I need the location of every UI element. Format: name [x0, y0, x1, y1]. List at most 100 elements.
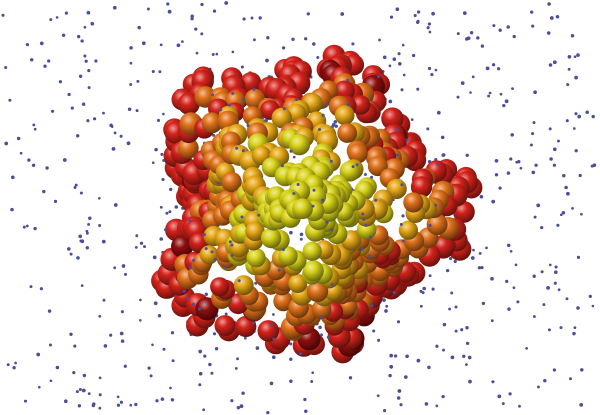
gas-particle: [441, 394, 445, 399]
gas-particle: [311, 371, 315, 375]
gas-particle: [506, 243, 511, 248]
gas-particle: [537, 385, 540, 389]
gas-particle: [498, 186, 502, 190]
cluster-atom: [334, 105, 355, 126]
gas-particle: [164, 228, 167, 232]
gas-particle: [212, 332, 217, 336]
gas-particle: [533, 90, 537, 95]
gas-particle: [548, 63, 553, 67]
gas-particle: [45, 166, 49, 170]
cluster-atom: [214, 315, 236, 337]
gas-particle: [272, 337, 276, 341]
gas-particle: [231, 50, 235, 54]
gas-particle: [289, 230, 293, 235]
gas-particle: [292, 155, 296, 159]
gas-particle: [111, 147, 116, 151]
gas-particle: [504, 99, 509, 104]
gas-particle: [98, 376, 102, 380]
gas-particle: [127, 107, 132, 111]
gas-particle: [84, 59, 88, 63]
gas-particle: [428, 274, 432, 278]
gas-particle: [289, 379, 293, 384]
gas-particle: [502, 103, 506, 108]
gas-particle: [129, 403, 133, 407]
gas-particle: [320, 315, 324, 319]
gas-particle: [567, 54, 572, 59]
gas-particle: [469, 91, 472, 94]
gas-particle: [497, 394, 502, 399]
gas-particle: [518, 404, 521, 408]
gas-particle: [141, 41, 146, 46]
gas-particle: [580, 368, 584, 372]
gas-particle: [362, 218, 366, 221]
gas-particle: [427, 22, 432, 26]
gas-particle: [49, 18, 53, 22]
gas-particle: [129, 46, 133, 50]
gas-particle: [428, 30, 432, 34]
gas-particle: [98, 314, 102, 318]
gas-particle: [434, 203, 438, 207]
gas-particle: [200, 32, 204, 36]
gas-particle: [435, 344, 439, 348]
gas-particle: [252, 321, 255, 325]
gas-particle: [466, 36, 471, 41]
gas-particle: [559, 326, 563, 330]
cluster-atom: [339, 160, 361, 182]
gas-particle: [102, 111, 105, 115]
gas-particle: [470, 256, 475, 260]
cluster-atom: [337, 123, 358, 143]
gas-particle: [97, 196, 101, 200]
gas-particle: [321, 198, 325, 202]
gas-particle: [98, 224, 102, 227]
gas-particle: [266, 36, 270, 40]
gas-particle: [377, 75, 381, 78]
gas-particle: [198, 307, 201, 311]
gas-particle: [573, 55, 577, 59]
gas-particle: [94, 59, 98, 63]
gas-particle: [566, 191, 570, 196]
gas-particle: [494, 173, 499, 177]
gas-particle: [19, 151, 23, 155]
gas-particle: [289, 357, 293, 361]
gas-particle: [303, 397, 307, 402]
cluster-atom: [240, 72, 262, 94]
gas-particle: [465, 325, 469, 330]
gas-particle: [556, 223, 560, 227]
gas-particle: [55, 365, 60, 370]
gas-particle: [137, 25, 141, 30]
gas-particle: [73, 344, 77, 348]
gas-particle: [109, 333, 113, 337]
gas-particle: [73, 186, 77, 189]
cluster-atom: [257, 320, 280, 342]
gas-particle: [139, 298, 142, 302]
gas-particle: [241, 149, 245, 153]
gas-particle: [64, 11, 68, 15]
gas-particle: [119, 134, 123, 138]
gas-particle: [162, 112, 165, 116]
gas-particle: [76, 256, 80, 260]
gas-particle: [22, 225, 26, 229]
gas-particle: [485, 66, 490, 71]
gas-particle: [77, 404, 82, 408]
gas-particle: [416, 358, 421, 363]
gas-particle: [292, 192, 296, 195]
gas-particle: [534, 163, 538, 167]
gas-particle: [540, 226, 544, 230]
gas-particle: [312, 188, 316, 192]
gas-particle: [92, 117, 97, 121]
gas-particle: [136, 79, 140, 83]
gas-particle: [234, 367, 238, 370]
gas-particle: [78, 234, 83, 239]
gas-particle: [416, 10, 421, 14]
gas-particle: [159, 205, 163, 209]
gas-particle: [151, 343, 154, 347]
gas-particle: [169, 386, 172, 390]
gas-particle: [321, 113, 325, 117]
gas-particle: [405, 354, 409, 359]
gas-particle: [214, 347, 219, 351]
cluster-atom: [410, 176, 433, 198]
gas-particle: [237, 279, 241, 283]
gas-particle: [389, 15, 394, 19]
gas-particle: [430, 72, 434, 77]
